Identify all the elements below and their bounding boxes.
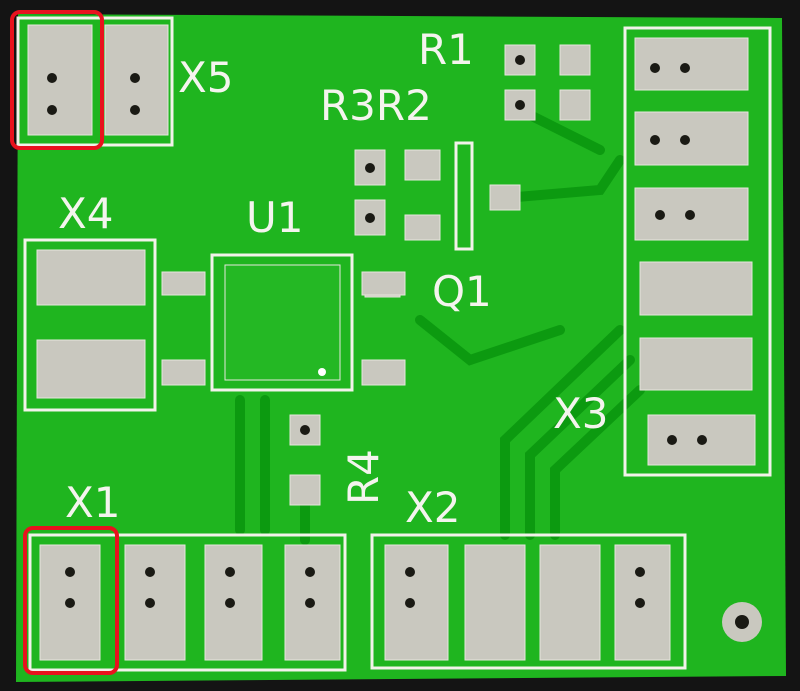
connector-x2: X2 bbox=[370, 483, 687, 670]
label-x3: X3 bbox=[553, 389, 609, 438]
label-x5: X5 bbox=[178, 53, 234, 102]
connector-x3: X3 bbox=[553, 26, 772, 477]
highlight-x5-pin bbox=[10, 10, 104, 150]
label-x4: X4 bbox=[58, 189, 114, 238]
highlight-boxes bbox=[10, 10, 119, 675]
resistors-r1-r2-r3: R1 R3R2 bbox=[320, 25, 591, 130]
label-u1: U1 bbox=[246, 193, 303, 242]
label-r4: R4 bbox=[339, 449, 388, 505]
highlight-x1-pin bbox=[23, 526, 119, 675]
connector-x1: X1 bbox=[28, 478, 347, 672]
connector-x5: X5 bbox=[16, 16, 234, 147]
chip-u1: U1 bbox=[161, 193, 406, 392]
label-r1: R1 bbox=[418, 25, 474, 74]
mounting-hole bbox=[722, 602, 762, 642]
pcb-board bbox=[16, 14, 786, 682]
label-q1: Q1 bbox=[432, 267, 492, 316]
label-x1: X1 bbox=[65, 478, 121, 527]
connector-x4: X4 bbox=[23, 189, 157, 412]
label-x2: X2 bbox=[405, 483, 461, 532]
resistor-r4: R4 bbox=[289, 414, 388, 506]
label-r3r2: R3R2 bbox=[320, 81, 432, 130]
